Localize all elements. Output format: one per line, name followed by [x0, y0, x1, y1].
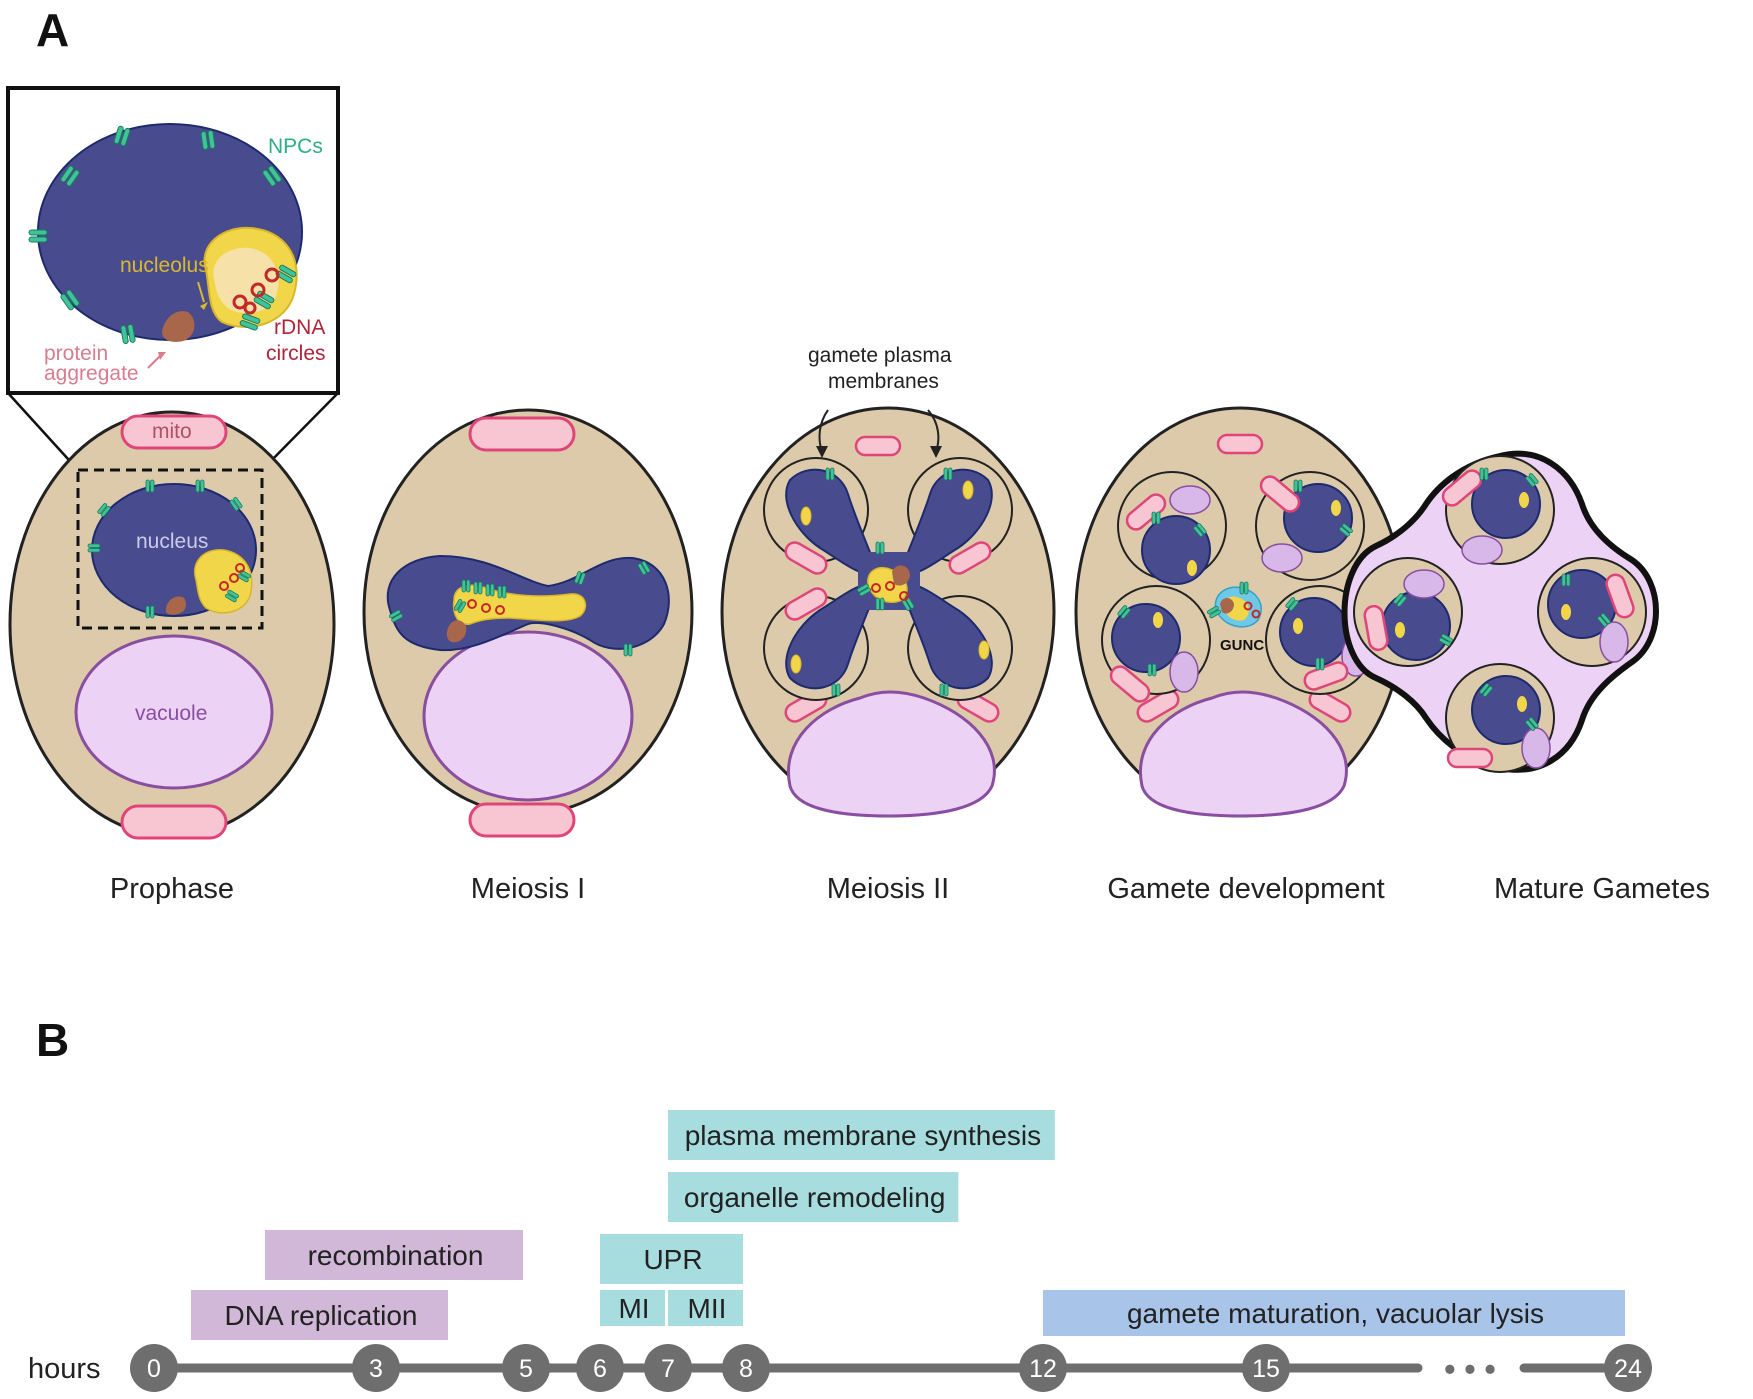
process-bar-rect [668, 1110, 1055, 1160]
process-bar-label: recombination [308, 1240, 484, 1271]
tick-label: 3 [369, 1355, 383, 1383]
tick-marker [1019, 1344, 1067, 1392]
tick-label: 7 [661, 1355, 675, 1383]
stage-label-prophase: Prophase [110, 873, 234, 905]
tick-3: 3 [352, 1344, 400, 1392]
tick-label: 24 [1614, 1355, 1642, 1383]
process-bar-upr: UPR [600, 1234, 743, 1284]
process-bar-organelle-remodeling: organelle remodeling [668, 1172, 959, 1222]
tick-marker [352, 1344, 400, 1392]
tick-label: 8 [739, 1355, 753, 1383]
process-bar-label: gamete maturation, vacuolar lysis [1127, 1298, 1544, 1329]
mito-label: mito [152, 420, 192, 443]
inset-box: NPCs nucleolus rDNA circles protein aggr… [6, 86, 340, 395]
prophase-cell: mito nucleus vacuole [8, 410, 336, 840]
process-bar-rect [265, 1230, 523, 1280]
tick-label: 15 [1252, 1355, 1280, 1383]
tick-8: 8 [722, 1344, 770, 1392]
tick-marker [722, 1344, 770, 1392]
axis-label-hours: hours [28, 1353, 101, 1385]
tick-label: 12 [1029, 1355, 1057, 1383]
gamete-pm-label-2: membranes [828, 370, 939, 393]
timeline: hours • • • DNA replication recombination… [28, 1110, 1652, 1392]
meiosis-ii-cell: gamete plasma membranes [720, 344, 1056, 818]
meiosis-i-cell [362, 408, 694, 838]
protein-label: protein [44, 342, 108, 365]
tick-15: 15 [1242, 1344, 1290, 1392]
tick-0: 0 [130, 1344, 178, 1392]
tick-6: 6 [576, 1344, 624, 1392]
process-bar-rect [668, 1172, 959, 1222]
stage-label-mature-gametes: Mature Gametes [1494, 873, 1710, 905]
tick-marker [644, 1344, 692, 1392]
tick-5: 5 [502, 1344, 550, 1392]
tick-marker [502, 1344, 550, 1392]
process-bar-mi: MI [600, 1290, 665, 1326]
tick-7: 7 [644, 1344, 692, 1392]
process-bar-mii: MII [668, 1290, 743, 1326]
process-bar-rect [191, 1290, 448, 1340]
tick-24: 24 [1604, 1344, 1652, 1392]
vacuole-label: vacuole [135, 702, 207, 725]
process-bar-rect [600, 1234, 743, 1284]
gunc-label: GUNC [1220, 637, 1264, 654]
tick-marker [1242, 1344, 1290, 1392]
process-bar-label: DNA replication [225, 1300, 418, 1331]
rdna-circles [232, 267, 280, 315]
tick-label: 5 [519, 1355, 533, 1383]
stage-label-meiosis-ii: Meiosis II [827, 873, 949, 905]
process-bar-dna-replication: DNA replication [191, 1290, 448, 1340]
process-bar-label: MI [618, 1293, 649, 1324]
zoom-line-left [7, 392, 79, 471]
process-bar-label: plasma membrane synthesis [685, 1120, 1041, 1151]
process-bar-label: MII [688, 1293, 727, 1324]
nucleolus-label: nucleolus [120, 254, 209, 277]
panel-a-letter: A [36, 4, 69, 56]
circles-label: circles [266, 342, 326, 365]
process-bar-rect [600, 1290, 665, 1326]
tick-marker [576, 1344, 624, 1392]
rdna-label: rDNA [274, 316, 325, 339]
process-bar-label: UPR [643, 1244, 702, 1275]
process-bar-recombination: recombination [265, 1230, 523, 1280]
stage-label-meiosis-i: Meiosis I [471, 873, 585, 905]
panel-b-letter: B [36, 1014, 69, 1066]
tick-label: 6 [593, 1355, 607, 1383]
process-bar-label: organelle remodeling [684, 1182, 946, 1213]
stage-label-gamete-development: Gamete development [1107, 873, 1384, 905]
gamete-pm-label-1: gamete plasma [808, 344, 952, 367]
zoom-box [76, 468, 264, 630]
process-bar-rect [1043, 1290, 1625, 1336]
process-bar-plasma-membrane-synthesis: plasma membrane synthesis [668, 1110, 1055, 1160]
process-bar-rect [668, 1290, 743, 1326]
nucleus-label: nucleus [136, 530, 208, 553]
npcs-label: NPCs [268, 135, 323, 158]
zoom-line-right [261, 392, 339, 471]
process-bar-gamete-maturation-vacuolar-lysis: gamete maturation, vacuolar lysis [1043, 1290, 1625, 1336]
tick-marker [1604, 1344, 1652, 1392]
timeline-ellipsis: • • • [1444, 1351, 1495, 1387]
tick-marker [130, 1344, 178, 1392]
aggregate-label: aggregate [44, 362, 139, 385]
tick-12: 12 [1019, 1344, 1067, 1392]
tick-label: 0 [147, 1355, 161, 1383]
mature-gametes-cell [1341, 450, 1659, 773]
